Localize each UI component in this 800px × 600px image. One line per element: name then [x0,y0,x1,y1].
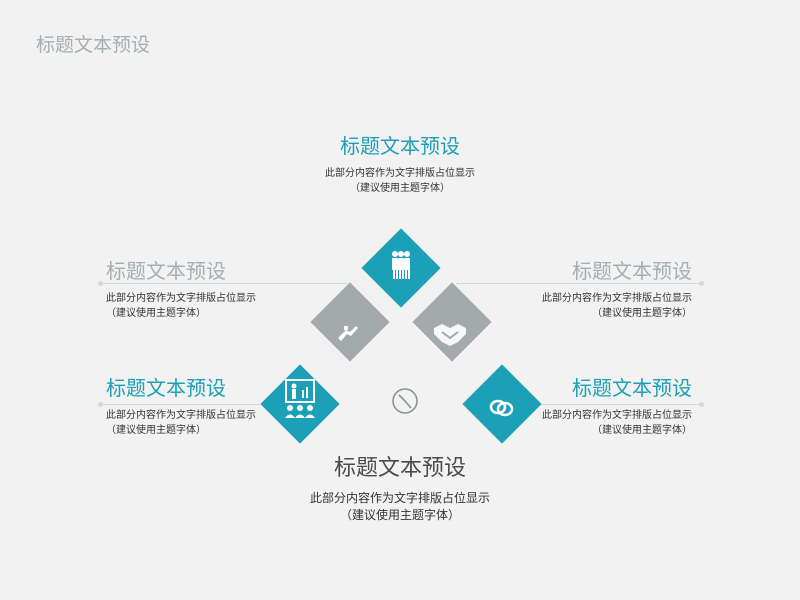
right-upper-block-text-line2: （建议使用主题字体） [592,308,692,319]
bottom-block-text-line1: 此部分内容作为文字排版占位显示 [309,491,490,505]
right-upper-connector [456,283,702,284]
chat-icon [489,399,514,417]
left-lower-connector [100,404,260,405]
right-lower-connector-dot [699,402,704,407]
top-block-title: 标题文本预设 [340,134,460,158]
left-lower-block-text-line1: 此部分内容作为文字排版占位显示 [106,410,256,421]
right-lower-block-title: 标题文本预设 [572,376,692,400]
right-upper-block-title: 标题文本预设 [572,259,692,283]
right-upper-block-text-line1: 此部分内容作为文字排版占位显示 [542,293,692,304]
right-lower-block-text-line1: 此部分内容作为文字排版占位显示 [542,410,692,421]
left-lower-block-text-line2: （建议使用主题字体） [106,425,206,436]
bottom-block-title: 标题文本预设 [333,456,466,481]
right-lower-connector [540,404,702,405]
left-upper-block-text-line1: 此部分内容作为文字排版占位显示 [106,293,256,304]
presentation-icon [285,379,315,418]
hand-holding-icon [338,326,358,341]
people-icon [392,251,410,279]
right-upper-connector-dot [699,281,704,286]
left-lower-block-title: 标题文本预设 [106,376,226,400]
left-upper-diamond [310,282,390,362]
clock-icon [392,388,418,414]
top-block-text-line2: （建议使用主题字体） [350,183,450,194]
handshake-icon [434,324,466,346]
left-lower-connector-dot [98,402,103,407]
top-block-text-line1: 此部分内容作为文字排版占位显示 [325,168,475,179]
left-upper-block-text-line2: （建议使用主题字体） [106,308,206,319]
bottom-block-text-line2: （建议使用主题字体） [339,508,460,522]
right-lower-block-text-line2: （建议使用主题字体） [592,425,692,436]
left-upper-block-title: 标题文本预设 [106,259,226,283]
left-upper-connector-dot [98,281,103,286]
left-upper-connector [100,283,348,284]
page-title: 标题文本预设 [36,34,151,56]
